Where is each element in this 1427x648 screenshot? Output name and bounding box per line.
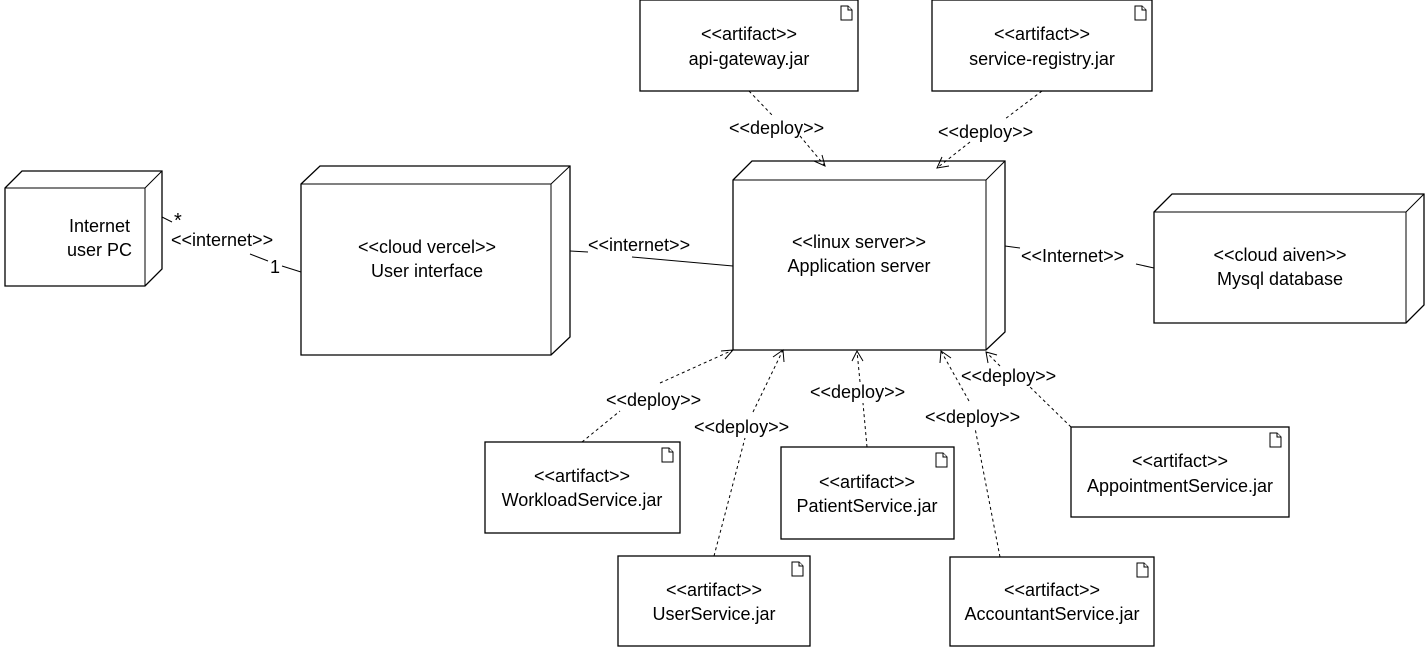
link-pc-ui: * <<internet>> 1 [161, 210, 302, 277]
artifact-workload-service: <<artifact>> WorkloadService.jar [484, 441, 681, 534]
document-icon [791, 561, 804, 577]
deploy-api-gateway: <<deploy>> [729, 90, 826, 167]
multiplicity-target: 1 [270, 257, 280, 277]
artifact-name: service-registry.jar [969, 49, 1115, 69]
artifact-stereotype: <<artifact>> [994, 24, 1090, 44]
document-icon [1134, 5, 1147, 21]
artifact-name: WorkloadService.jar [502, 490, 663, 510]
deploy-label: <<deploy>> [694, 417, 789, 437]
artifact-name: UserService.jar [652, 604, 775, 624]
document-icon [1136, 562, 1149, 578]
user-pc-label-line2: user PC [67, 240, 132, 260]
deploy-workload: <<deploy>> [581, 349, 735, 443]
app-stereotype: <<linux server>> [792, 232, 926, 252]
artifact-name: AppointmentService.jar [1087, 476, 1273, 496]
node-user-interface: <<cloud vercel>> User interface [300, 165, 571, 356]
link-label: <<internet>> [171, 230, 273, 250]
node-user-pc: Internet user PC [4, 170, 163, 287]
artifact-name: AccountantService.jar [964, 604, 1139, 624]
deploy-label: <<deploy>> [925, 407, 1020, 427]
db-stereotype: <<cloud aiven>> [1213, 245, 1346, 265]
artifact-stereotype: <<artifact>> [701, 24, 797, 44]
db-name: Mysql database [1217, 269, 1343, 289]
deploy-label: <<deploy>> [729, 118, 824, 138]
document-icon [1269, 432, 1282, 448]
deploy-label: <<deploy>> [606, 390, 701, 410]
deploy-patient: <<deploy>> [810, 349, 905, 448]
app-name: Application server [787, 256, 930, 276]
deploy-label: <<deploy>> [938, 122, 1033, 142]
artifact-stereotype: <<artifact>> [666, 580, 762, 600]
artifact-service-registry: <<artifact>> service-registry.jar [931, 0, 1153, 92]
deploy-label: <<deploy>> [961, 366, 1056, 386]
ui-name: User interface [371, 261, 483, 281]
deploy-label: <<deploy>> [810, 382, 905, 402]
link-label: <<Internet>> [1021, 246, 1124, 266]
document-icon [661, 447, 674, 463]
artifact-stereotype: <<artifact>> [1132, 451, 1228, 471]
multiplicity-source: * [174, 210, 182, 232]
artifact-accountant-service: <<artifact>> AccountantService.jar [949, 556, 1155, 647]
deploy-user: <<deploy>> [694, 349, 789, 557]
artifact-name: PatientService.jar [796, 496, 937, 516]
link-app-db: <<Internet>> [1004, 245, 1155, 269]
deploy-service-registry: <<deploy>> [936, 90, 1043, 169]
artifact-api-gateway: <<artifact>> api-gateway.jar [639, 0, 859, 92]
deploy-appointment: <<deploy>> [961, 351, 1072, 428]
link-ui-app: <<internet>> [569, 235, 734, 267]
artifact-stereotype: <<artifact>> [819, 472, 915, 492]
artifact-stereotype: <<artifact>> [1004, 580, 1100, 600]
artifact-patient-service: <<artifact>> PatientService.jar [780, 446, 955, 540]
artifact-user-service: <<artifact>> UserService.jar [617, 555, 811, 647]
artifact-appointment-service: <<artifact>> AppointmentService.jar [1070, 426, 1290, 518]
link-label: <<internet>> [588, 235, 690, 255]
node-application-server: <<linux server>> Application server [732, 160, 1006, 351]
node-mysql-database: <<cloud aiven>> Mysql database [1153, 193, 1425, 324]
document-icon [840, 5, 853, 21]
deploy-accountant: <<deploy>> [925, 350, 1020, 558]
artifact-stereotype: <<artifact>> [534, 466, 630, 486]
user-pc-label-line1: Internet [69, 216, 130, 236]
artifact-name: api-gateway.jar [689, 49, 810, 69]
document-icon [935, 452, 948, 468]
ui-stereotype: <<cloud vercel>> [358, 237, 496, 257]
